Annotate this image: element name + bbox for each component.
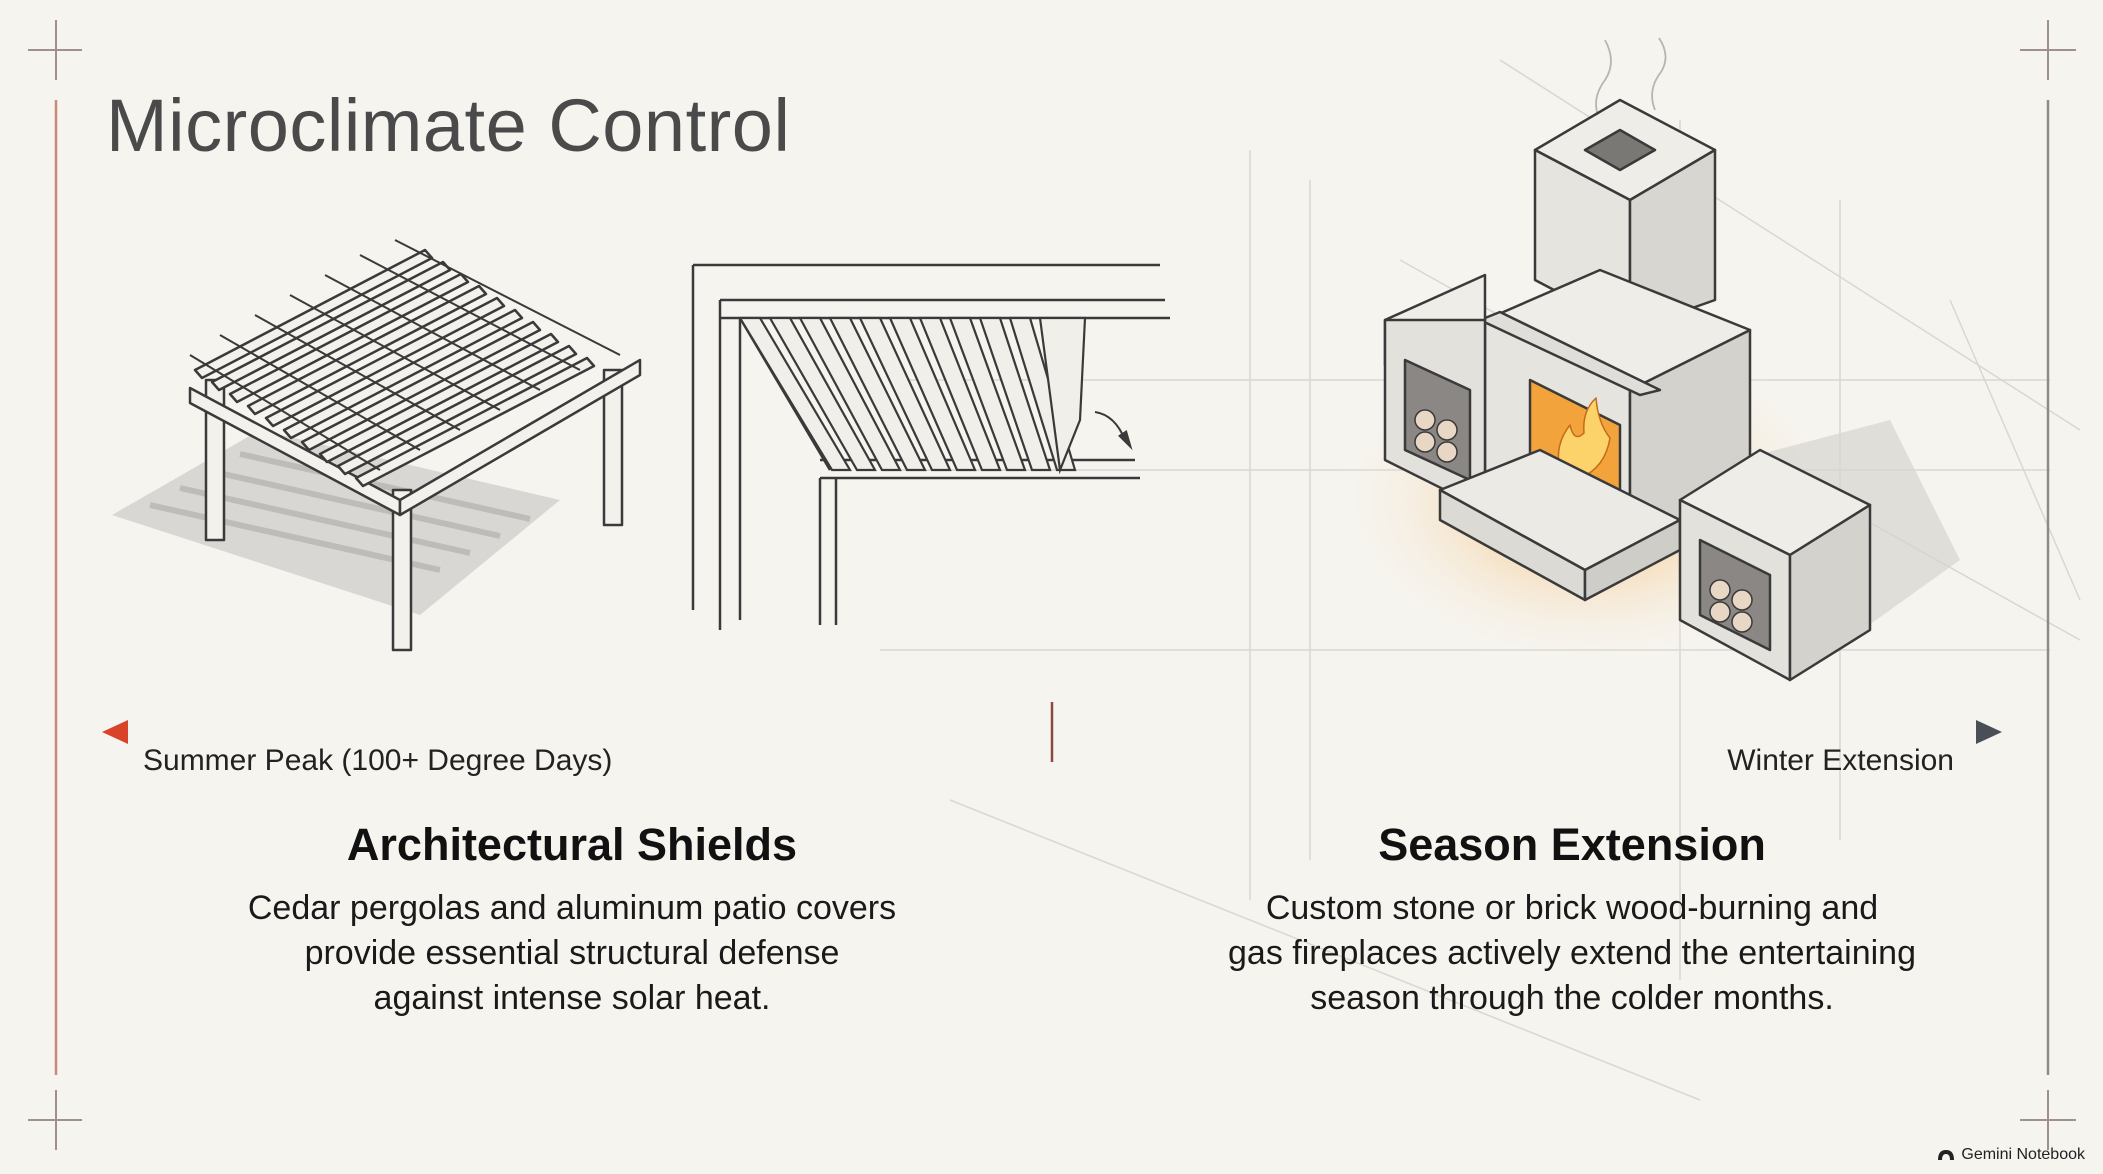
- cold-arrowhead: [1976, 720, 2002, 744]
- section-body: Cedar pergolas and aluminum patio covers…: [247, 889, 897, 1017]
- hot-arrowhead: [102, 720, 128, 744]
- section-heading: Season Extension: [1378, 819, 1766, 870]
- outdoor-fireplace-icon: [1330, 37, 1960, 682]
- summer-peak-label: Summer Peak (100+ Degree Days): [143, 744, 613, 777]
- watermark-text: Gemini Notebook: [1961, 1146, 2085, 1163]
- watermark: Gemini Notebook: [1937, 1146, 2085, 1164]
- section-heading: Architectural Shields: [346, 819, 798, 870]
- architectural-shields-section: Architectural Shields Cedar pergolas and…: [192, 818, 952, 1021]
- season-extension-section: Season Extension Custom stone or brick w…: [1192, 818, 1952, 1021]
- louvered-patio-cover-icon: [691, 263, 1170, 630]
- notebook-logo-icon: [1938, 1150, 1955, 1160]
- section-body: Custom stone or brick wood-burning and g…: [1228, 889, 1916, 1017]
- page-title: Microclimate Control: [106, 84, 791, 167]
- winter-extension-label: Winter Extension: [1727, 744, 1954, 777]
- temperature-timeline: [102, 702, 2002, 762]
- pergola-illustration-icon: [112, 239, 642, 652]
